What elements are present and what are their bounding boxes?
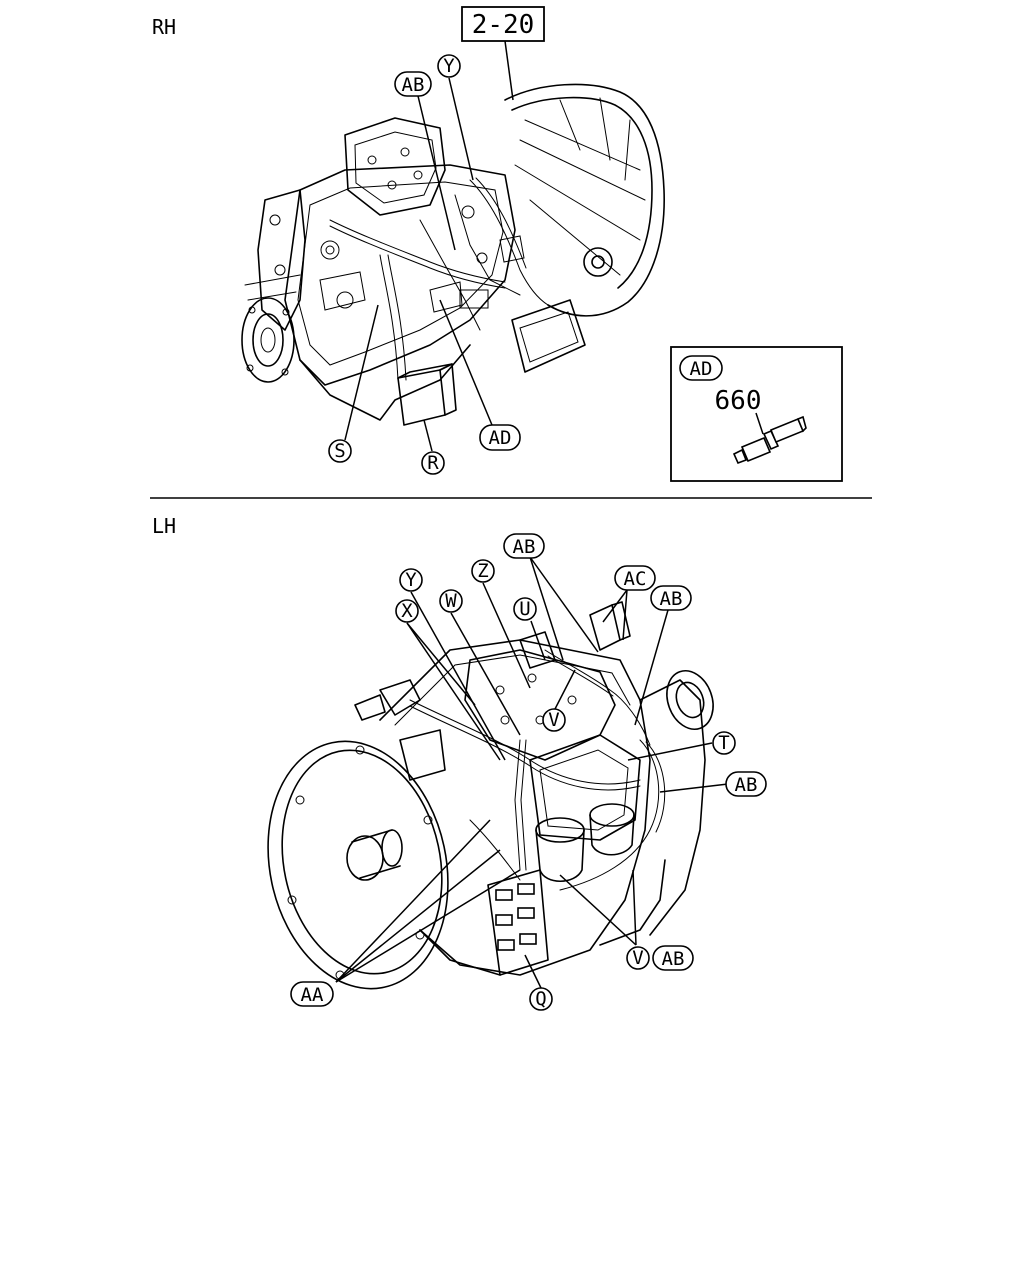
rh-callout-ad[interactable]: AD: [479, 424, 521, 451]
svg-text:AD: AD: [690, 358, 713, 380]
lh-callout-t[interactable]: T: [712, 731, 736, 755]
lh-callout-y[interactable]: Y: [399, 568, 423, 592]
reference-box-label: 2-20: [472, 10, 535, 40]
lh-callout-u[interactable]: U: [513, 597, 537, 621]
svg-text:Y: Y: [405, 569, 417, 591]
lh-transmission-drawing: [267, 601, 714, 990]
lh-callout-v-mid[interactable]: V: [542, 708, 566, 732]
fitting-part-drawing: [732, 412, 807, 465]
lh-callout-aa[interactable]: AA: [290, 981, 334, 1007]
rh-callout-y[interactable]: Y: [437, 54, 461, 78]
svg-text:S: S: [334, 440, 345, 462]
svg-text:AB: AB: [660, 588, 683, 610]
lh-callout-ab-right-top[interactable]: AB: [650, 585, 692, 611]
svg-text:AB: AB: [513, 536, 536, 558]
lh-callout-ab-bottom[interactable]: AB: [652, 945, 694, 971]
detail-part-number: 660: [715, 386, 762, 416]
svg-text:AB: AB: [662, 948, 685, 970]
lh-callout-z[interactable]: Z: [471, 559, 495, 583]
svg-text:Q: Q: [535, 988, 546, 1010]
svg-text:W: W: [445, 590, 457, 612]
svg-text:V: V: [632, 947, 643, 969]
lh-callout-ab-top[interactable]: AB: [503, 533, 545, 559]
rh-leader-lines: [344, 40, 514, 452]
svg-text:Z: Z: [477, 560, 488, 582]
svg-text:AA: AA: [301, 984, 324, 1006]
lh-callout-w[interactable]: W: [439, 589, 463, 613]
lh-heading: LH: [152, 514, 176, 538]
svg-text:V: V: [548, 709, 559, 731]
svg-text:AC: AC: [624, 568, 647, 590]
lh-callout-v-bottom[interactable]: V: [626, 946, 650, 970]
svg-text:AD: AD: [489, 427, 512, 449]
svg-text:T: T: [718, 732, 729, 754]
rh-callout-r[interactable]: R: [421, 451, 445, 475]
lh-leader-lines: [335, 556, 729, 989]
lh-callout-ab-right[interactable]: AB: [725, 771, 767, 797]
svg-text:U: U: [519, 598, 530, 620]
svg-text:AB: AB: [402, 74, 425, 96]
lh-callout-x[interactable]: X: [395, 599, 419, 623]
svg-text:X: X: [401, 600, 413, 622]
rh-callout-ab[interactable]: AB: [394, 71, 432, 97]
rh-callout-s[interactable]: S: [328, 439, 352, 463]
lh-callout-ac[interactable]: AC: [614, 565, 656, 591]
svg-text:AB: AB: [735, 774, 758, 796]
reference-box[interactable]: 2-20: [461, 6, 545, 42]
svg-text:Y: Y: [443, 55, 455, 77]
svg-text:R: R: [427, 452, 439, 474]
rh-heading: RH: [152, 15, 176, 39]
detail-box-ad: AD 660: [670, 346, 843, 482]
rh-transmission-drawing: [241, 83, 665, 426]
detail-callout-ad[interactable]: AD: [679, 355, 723, 381]
lh-callout-q[interactable]: Q: [529, 987, 553, 1011]
